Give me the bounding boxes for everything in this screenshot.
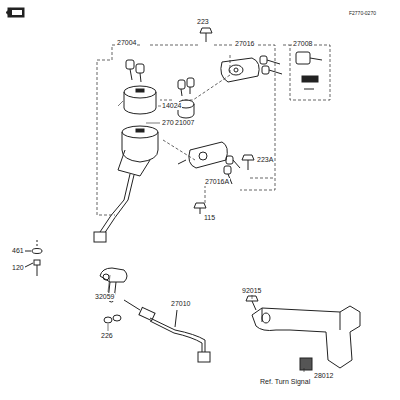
callout-number: 27004 bbox=[116, 39, 137, 47]
callout-number: Ref. Turn Signal bbox=[259, 378, 311, 386]
callout-number: 92015 bbox=[241, 287, 262, 295]
callout-number: 223A bbox=[256, 156, 274, 164]
callout-number: 21007 bbox=[174, 119, 195, 127]
lock-set bbox=[178, 78, 194, 118]
callout-number: 120 bbox=[11, 264, 25, 272]
callout-number: 115 bbox=[203, 214, 216, 222]
callout-number: 27016 bbox=[234, 40, 255, 48]
callout-number: 27016A bbox=[204, 178, 230, 186]
callout-number: 27010 bbox=[170, 300, 191, 308]
bolt-washer bbox=[23, 240, 42, 276]
wire-harness bbox=[124, 300, 210, 362]
figure-code: F2770-0270 bbox=[348, 10, 377, 16]
callout-number: 28012 bbox=[313, 372, 334, 380]
leader-line bbox=[108, 101, 304, 372]
washer bbox=[104, 315, 121, 323]
callout-number: 14024 bbox=[161, 102, 182, 110]
screw bbox=[242, 155, 254, 170]
callout-number: 461 bbox=[11, 247, 25, 255]
mount-bracket bbox=[252, 306, 360, 370]
helmet-lock bbox=[221, 56, 282, 82]
set-bracket bbox=[97, 45, 330, 215]
ignition-keys bbox=[126, 60, 144, 82]
ignition-switch-body bbox=[94, 126, 158, 242]
callout-number: 32059 bbox=[94, 293, 115, 301]
front-icon bbox=[6, 8, 24, 17]
callout-number: 226 bbox=[100, 332, 114, 340]
bolt bbox=[194, 203, 206, 214]
screw bbox=[200, 28, 212, 42]
key-tag bbox=[296, 52, 322, 89]
ignition-cylinder bbox=[124, 86, 156, 114]
callout-number: 223 bbox=[196, 18, 210, 26]
callout-number: 27008 bbox=[292, 40, 313, 48]
screw bbox=[246, 296, 258, 310]
